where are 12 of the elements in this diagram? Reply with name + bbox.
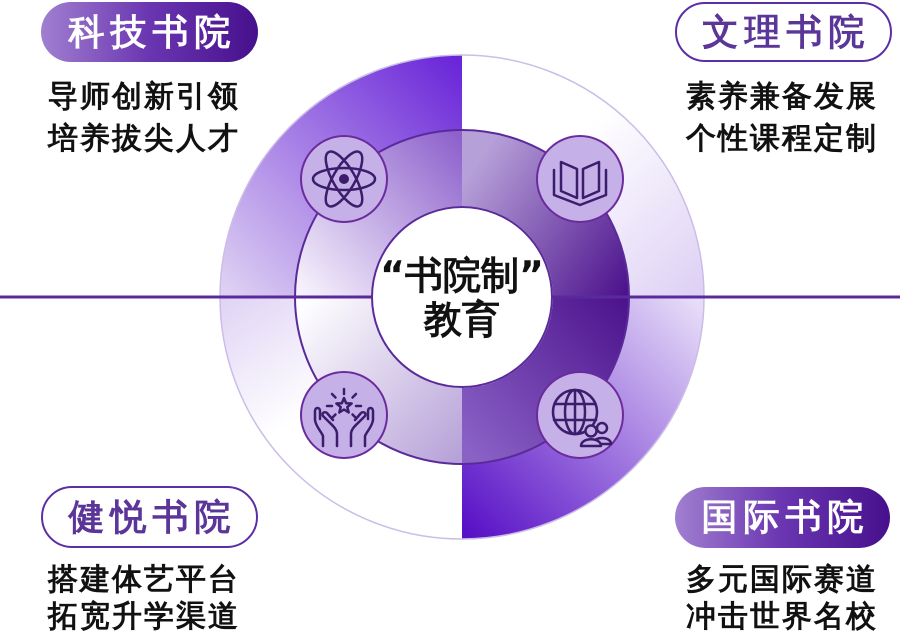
description-text: 个性课程定制 [686,122,878,156]
title-pill: 文理书院 [675,2,892,62]
description-text: 多元国际赛道 [686,563,878,597]
title-pill: 科技书院 [41,2,258,62]
description-text: 培养拔尖人才 [48,122,240,156]
description-text: 搭建体艺平台 [48,563,240,597]
title-pill: 健悦书院 [41,486,258,548]
description-text: 冲击世界名校 [686,600,878,634]
description-text: 导师创新引领 [48,80,240,114]
description-text: 素养兼备发展 [686,80,878,114]
description-text: 拓宽升学渠道 [48,600,240,634]
title-pill: 国际书院 [675,487,890,548]
